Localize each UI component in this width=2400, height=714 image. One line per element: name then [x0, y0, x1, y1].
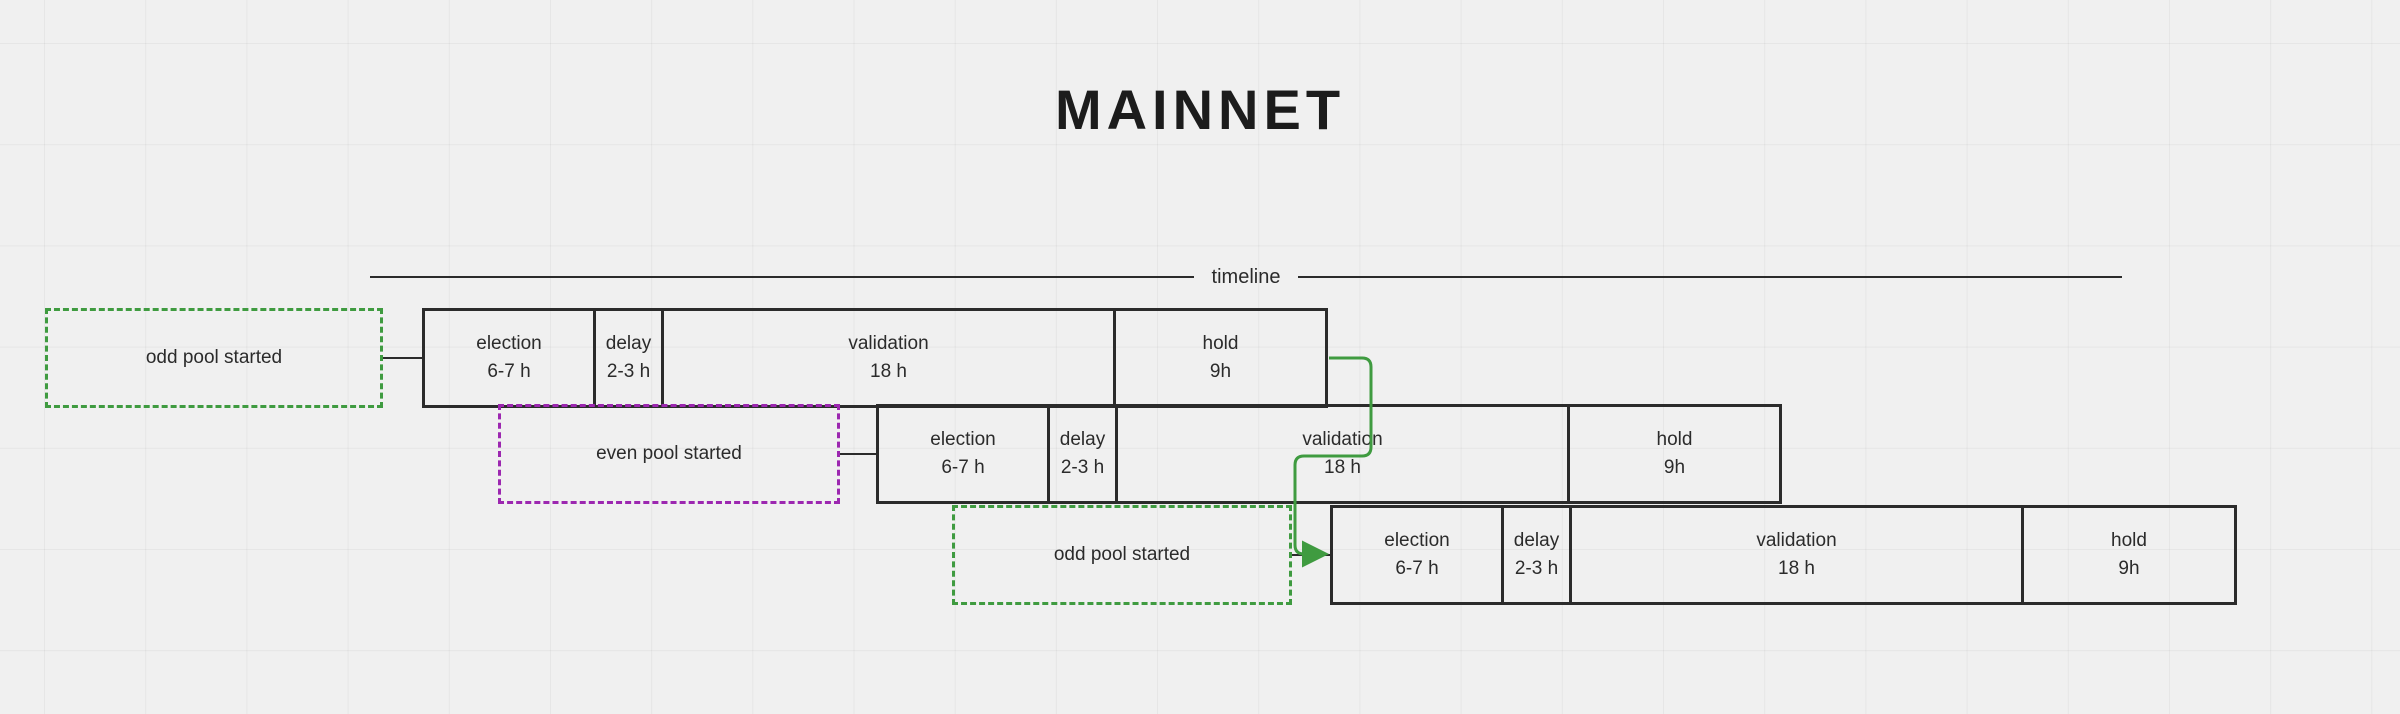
segment-hold[interactable]: hold 9h — [2021, 508, 2234, 602]
segment-name: election — [930, 429, 996, 451]
segment-duration: 2-3 h — [606, 361, 651, 382]
segment-hold[interactable]: hold 9h — [1113, 311, 1325, 405]
note-label: even pool started — [596, 443, 742, 464]
segment-name: hold — [1202, 333, 1239, 355]
segment-election[interactable]: election 6-7 h — [1333, 508, 1501, 602]
timeline-axis: timeline — [370, 262, 2123, 292]
segment-validation[interactable]: validation 18 h — [1115, 407, 1567, 501]
segment-name: hold — [1656, 429, 1693, 451]
segment-name: validation — [848, 333, 929, 355]
segment-duration: 6-7 h — [941, 457, 985, 478]
timeline-label: timeline — [1211, 266, 1281, 288]
cycle-row-2[interactable]: election 6-7 h delay 2-3 h validation 18… — [876, 404, 1782, 504]
page-title: MAINNET — [1054, 78, 1346, 141]
note-even-pool-started[interactable]: even pool started — [498, 404, 840, 504]
note-leader-2 — [840, 453, 876, 455]
timeline-line-right — [1298, 276, 2123, 278]
segment-name: delay — [605, 333, 652, 355]
segment-delay[interactable]: delay 2-3 h — [1047, 407, 1115, 501]
segment-validation[interactable]: validation 18 h — [661, 311, 1113, 405]
segment-name: delay — [1513, 530, 1560, 552]
segment-name: delay — [1059, 429, 1106, 451]
segment-validation[interactable]: validation 18 h — [1569, 508, 2021, 602]
segment-duration: 6-7 h — [487, 361, 531, 382]
note-leader-3 — [1292, 554, 1330, 556]
segment-duration: 6-7 h — [1395, 558, 1439, 579]
segment-hold[interactable]: hold 9h — [1567, 407, 1779, 501]
cycle-row-1[interactable]: election 6-7 h delay 2-3 h validation 18… — [422, 308, 1328, 408]
segment-duration: 9h — [1209, 361, 1232, 382]
note-label: odd pool started — [145, 347, 283, 368]
segment-duration: 18 h — [1778, 558, 1815, 579]
segment-election[interactable]: election 6-7 h — [879, 407, 1047, 501]
segment-name: election — [1384, 530, 1450, 552]
note-leader-1 — [383, 357, 422, 359]
note-odd-pool-started-2[interactable]: odd pool started — [952, 505, 1292, 605]
timeline-line-left — [370, 276, 1194, 278]
segment-duration: 2-3 h — [1514, 558, 1559, 579]
segment-name: validation — [1302, 429, 1383, 451]
segment-election[interactable]: election 6-7 h — [425, 311, 593, 405]
note-label: odd pool started — [1053, 544, 1191, 565]
segment-duration: 9h — [1663, 457, 1686, 478]
segment-name: election — [476, 333, 542, 355]
segment-name: hold — [2111, 530, 2147, 552]
cycle-row-3[interactable]: election 6-7 h delay 2-3 h validation 18… — [1330, 505, 2237, 605]
segment-delay[interactable]: delay 2-3 h — [1501, 508, 1569, 602]
segment-duration: 18 h — [1324, 457, 1361, 478]
segment-duration: 2-3 h — [1060, 457, 1105, 478]
segment-name: validation — [1756, 530, 1837, 552]
segment-duration: 9h — [2118, 558, 2140, 579]
segment-duration: 18 h — [870, 361, 907, 382]
note-odd-pool-started-1[interactable]: odd pool started — [45, 308, 383, 408]
segment-delay[interactable]: delay 2-3 h — [593, 311, 661, 405]
